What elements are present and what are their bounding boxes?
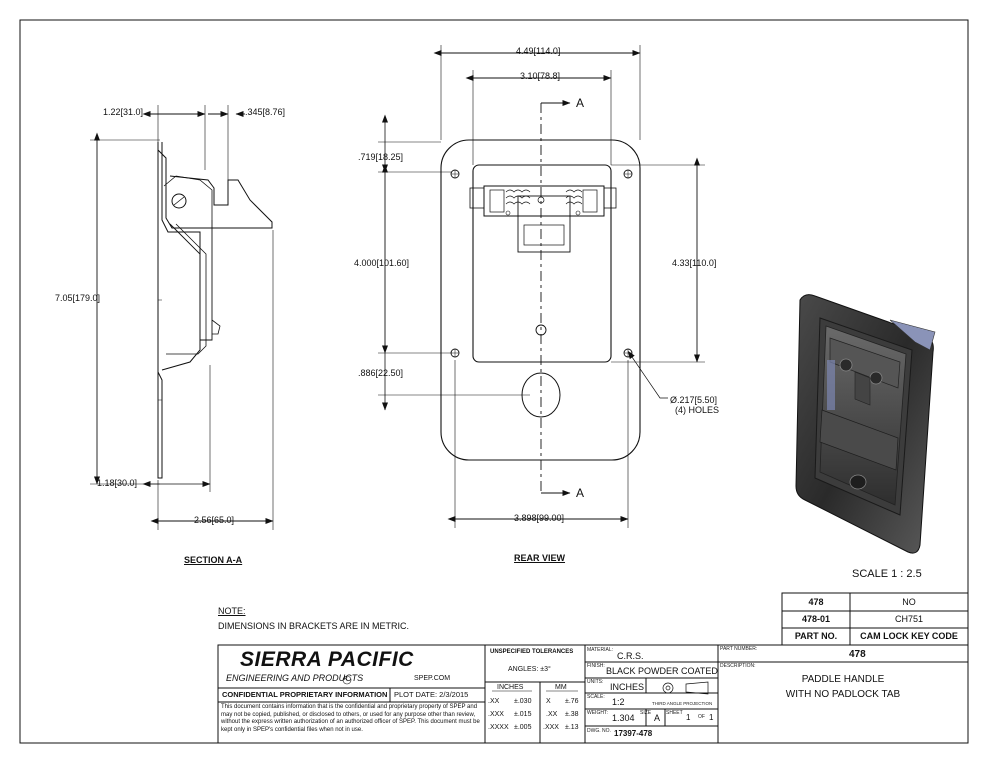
sheet-total-value: 1 <box>709 713 714 722</box>
units-label: UNITS: <box>587 679 604 685</box>
company-subtitle: ENGINEERING AND PRODUCTS <box>226 673 364 683</box>
tol-row-3-mm-key: .XXX <box>543 724 559 731</box>
section-dim-top-right: .345[8.76] <box>245 107 286 117</box>
rear-dim-inner-width: 3.10[78.8] <box>520 71 561 81</box>
section-marker-bottom: A <box>576 486 585 500</box>
projection-label: THIRD ANGLE PROJECTION <box>652 701 713 706</box>
tol-row-3-in-val: ±.005 <box>514 724 532 731</box>
note-text: DIMENSIONS IN BRACKETS ARE IN METRIC. <box>218 621 410 631</box>
size-value: A <box>654 713 661 723</box>
section-marker-top: A <box>576 96 585 110</box>
sheet-of-label: OF <box>698 714 705 720</box>
scale-label: SCALE: <box>587 694 605 700</box>
company-website: SPEP.COM <box>414 675 451 682</box>
rear-dim-bottom-width: 3.898[99.00] <box>514 513 565 523</box>
part-number-label: PART NUMBER: <box>720 646 758 652</box>
material-value: C.R.S. <box>617 651 644 661</box>
finish-value: BLACK POWDER COATED <box>606 666 718 676</box>
tol-row-1-in-val: ±.030 <box>514 698 532 705</box>
parts-row-1-code: NO <box>902 597 916 607</box>
parts-row-1-part: 478 <box>808 597 824 607</box>
confidential-title: CONFIDENTIAL PROPRIETARY INFORMATION <box>222 690 388 699</box>
material-label: MATERIAL: <box>587 647 614 653</box>
tol-row-1-mm-val: ±.76 <box>565 698 579 705</box>
rear-dim-hole-spacing: 4.000[101.60] <box>354 258 410 268</box>
description-line-2: WITH NO PADLOCK TAB <box>785 689 901 700</box>
registered-mark: R <box>344 676 348 682</box>
tol-row-2-mm-key: .XX <box>546 711 558 718</box>
note-heading: NOTE: <box>218 606 246 616</box>
dwg-label: DWG. NO. <box>587 728 611 734</box>
isometric-render <box>795 294 936 554</box>
drawing-scale-label: SCALE 1 : 2.5 <box>852 568 922 580</box>
tol-row-1-in-key: .XX <box>488 698 500 705</box>
section-view <box>90 105 274 530</box>
parts-row-2-code: CH751 <box>894 614 923 624</box>
description-label: DESCRIPTION: <box>720 663 756 669</box>
tol-row-3-mm-val: ±.13 <box>565 724 579 731</box>
sheet-label: SHEET <box>666 710 683 716</box>
parts-header-code: CAM LOCK KEY CODE <box>860 631 958 641</box>
title-block-lines <box>217 592 969 744</box>
sheet-value: 1 <box>686 713 691 722</box>
tolerances-mm-header: MM <box>555 684 567 691</box>
units-value: INCHES <box>610 682 645 692</box>
tolerances-title: UNSPECIFIED TOLERANCES <box>490 649 574 655</box>
section-dim-width: 2.56[65.0] <box>194 515 235 525</box>
weight-label: WEIGHT: <box>587 710 608 716</box>
tol-row-2-mm-val: ±.38 <box>565 711 579 718</box>
rear-dim-top-hole-offset: .719[18.25] <box>358 152 404 162</box>
dwg-value: 17397-478 <box>614 729 653 738</box>
section-title: SECTION A-A <box>184 555 243 565</box>
size-label: SIZE <box>640 710 652 716</box>
tol-row-1-mm-key: X <box>546 698 551 705</box>
parts-row-2-part: 478-01 <box>801 614 831 624</box>
finish-label: FINISH: <box>587 663 605 669</box>
weight-value: 1.304 <box>612 713 635 723</box>
part-number-value: 478 <box>849 649 866 660</box>
company-name: SIERRA PACIFIC <box>240 648 414 671</box>
plot-date: PLOT DATE: 2/3/2015 <box>394 690 469 699</box>
rear-dim-bottom-offset: .886[22.50] <box>358 368 404 378</box>
scale-value: 1:2 <box>612 697 625 707</box>
tol-row-2-in-key: .XXX <box>488 711 504 718</box>
tol-row-2-in-val: ±.015 <box>514 711 532 718</box>
hole-callout-diameter: Ø.217[5.50] <box>670 395 718 405</box>
rear-view-title: REAR VIEW <box>514 553 566 563</box>
section-dim-bottom-left: 1.18[30.0] <box>97 478 138 488</box>
section-dim-height: 7.05[179.0] <box>55 293 101 303</box>
parts-header-part: PART NO. <box>794 631 838 641</box>
tolerances-angles: ANGLES: ±3° <box>508 666 551 673</box>
section-dim-top-left: 1.22[31.0] <box>103 107 144 117</box>
tol-row-3-in-key: .XXXX <box>488 724 509 731</box>
rear-view <box>378 45 705 528</box>
rear-dim-right-height: 4.33[110.0] <box>672 258 717 268</box>
hole-callout-count: (4) HOLES <box>675 405 720 415</box>
confidential-text: This document contains information that … <box>221 704 480 733</box>
tolerances-inches-header: INCHES <box>497 684 524 691</box>
rear-dim-overall-width: 4.49[114.0] <box>516 46 561 56</box>
description-line-1: PADDLE HANDLE <box>801 674 885 685</box>
